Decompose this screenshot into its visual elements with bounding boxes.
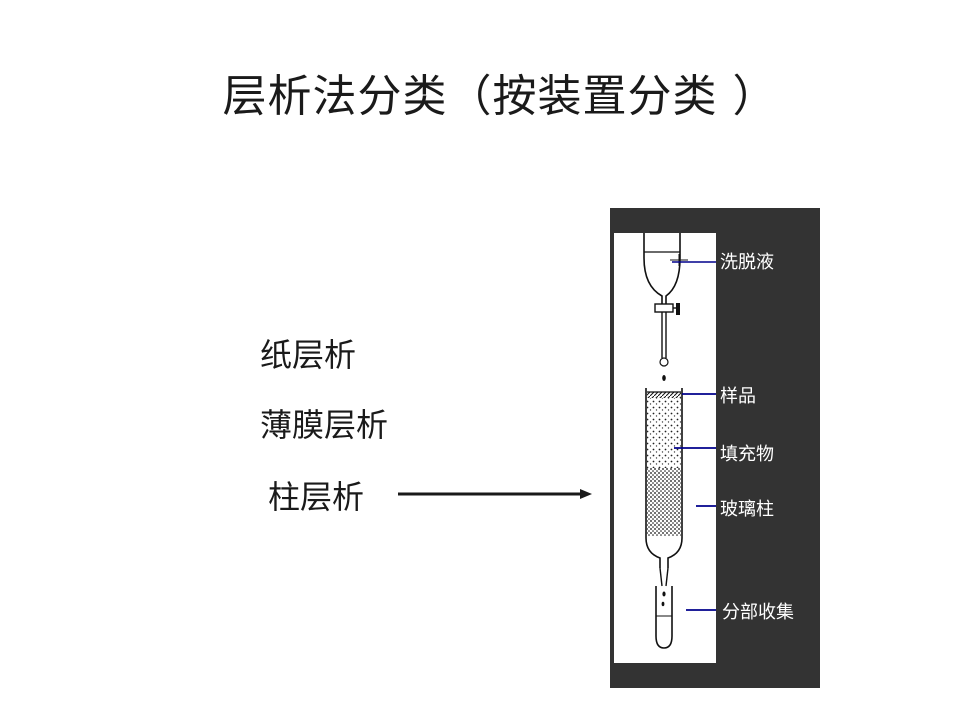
- right-arrow-icon: [398, 489, 592, 499]
- sample-band: [647, 392, 681, 398]
- label-eluent: 洗脱液: [720, 252, 774, 273]
- apparatus-illustration: [614, 233, 716, 663]
- packing-upper: [647, 398, 681, 468]
- label-fraction-collection: 分部收集: [722, 602, 794, 623]
- method-paper-chromatography: 纸层析: [260, 336, 357, 374]
- packing-lower: [647, 468, 681, 536]
- collection-tube: [655, 586, 673, 649]
- stopcock: [654, 303, 674, 313]
- funnel: [643, 233, 681, 304]
- method-thin-layer-chromatography: 薄膜层析: [260, 406, 389, 444]
- label-packing: 填充物: [720, 444, 774, 465]
- label-sample: 样品: [720, 386, 756, 407]
- column-chromatography-diagram: 洗脱液 样品 填充物 玻璃柱 分部收集: [610, 208, 820, 688]
- label-glass-column: 玻璃柱: [720, 499, 774, 520]
- slide-title: 层析法分类（按装置分类 ）: [222, 71, 778, 122]
- glass-column: [645, 388, 683, 568]
- method-column-chromatography: 柱层析: [268, 478, 365, 516]
